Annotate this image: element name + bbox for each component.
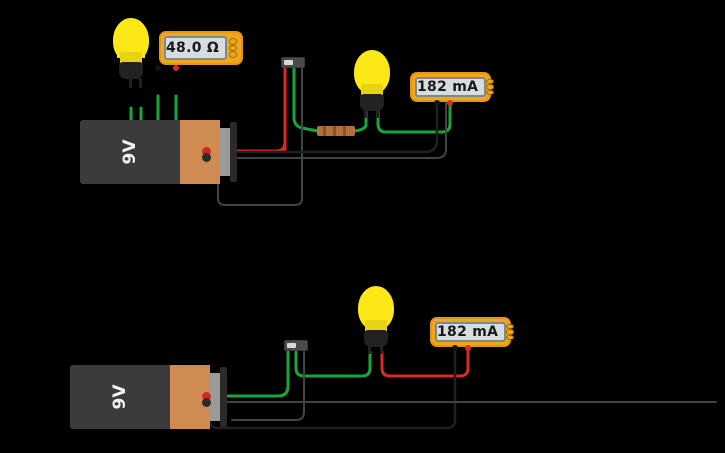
bulb-pin-left bbox=[368, 344, 371, 354]
ammeter-button-2[interactable] bbox=[506, 329, 515, 335]
wire-switch-green-top bbox=[292, 66, 320, 133]
ammeter-bottom[interactable]: 182 mA bbox=[430, 317, 515, 347]
resistor[interactable] bbox=[317, 126, 355, 136]
ammeter-screen: 182 mA bbox=[435, 322, 507, 342]
wire-battery-pos-to-switch-bottom bbox=[206, 350, 290, 398]
ammeter-probe-red-bottom[interactable] bbox=[465, 345, 471, 351]
ohmmeter-probe-black[interactable] bbox=[155, 65, 161, 71]
bulb-base bbox=[364, 330, 388, 347]
bulb-pin-right bbox=[380, 344, 383, 354]
ammeter-button-3[interactable] bbox=[486, 89, 495, 95]
ammeter-button-1[interactable] bbox=[486, 79, 495, 85]
ammeter-probe-black-bottom[interactable] bbox=[452, 345, 458, 351]
ohmmeter-button-2[interactable] bbox=[228, 44, 237, 52]
bulb-pin-left bbox=[364, 108, 367, 118]
ammeter-reading: 182 mA bbox=[417, 79, 479, 95]
ohmmeter-reading: 48.0 Ω bbox=[166, 40, 220, 56]
ammeter-button-2[interactable] bbox=[486, 84, 495, 90]
resistor-band-1 bbox=[323, 126, 326, 136]
resistor-band-3 bbox=[343, 126, 346, 136]
ohmmeter-screen: 48.0 Ω bbox=[164, 36, 228, 60]
battery-terminal-positive[interactable] bbox=[202, 147, 211, 156]
wire-bulb-to-ammeter-black-top bbox=[376, 94, 452, 134]
bulb-pin-right bbox=[139, 78, 142, 88]
battery-terminal-negative[interactable] bbox=[202, 153, 211, 162]
battery-cap bbox=[220, 128, 232, 176]
wire-ammeter-return-top bbox=[218, 94, 439, 154]
battery-label: 9V bbox=[110, 384, 130, 410]
wire-return-rail-top bbox=[213, 99, 447, 159]
ammeter-top[interactable]: 182 mA bbox=[410, 72, 495, 102]
resistor-band-2 bbox=[333, 126, 336, 136]
bulb-base bbox=[119, 62, 143, 79]
light-bulb-series[interactable] bbox=[346, 50, 398, 122]
switch-bottom[interactable] bbox=[284, 340, 308, 351]
ammeter-buttons[interactable] bbox=[486, 77, 495, 97]
bulb-base bbox=[360, 94, 384, 111]
battery-plate bbox=[230, 122, 237, 182]
ammeter-screen: 182 mA bbox=[415, 77, 487, 97]
wire-switch-black-loop-top bbox=[217, 67, 303, 206]
switch-lever[interactable] bbox=[287, 343, 296, 348]
battery-label: 9V bbox=[120, 139, 140, 165]
ohmmeter[interactable]: 48.0 Ω bbox=[159, 31, 243, 65]
ohmmeter-probe-red[interactable] bbox=[173, 65, 179, 71]
wire-switch-to-bulb-bottom bbox=[294, 350, 372, 378]
battery-body bbox=[70, 365, 170, 429]
ammeter-probe-black-top[interactable] bbox=[434, 100, 440, 106]
ammeter-button-3[interactable] bbox=[506, 334, 515, 340]
ammeter-buttons[interactable] bbox=[506, 322, 515, 342]
bulb-pin-right bbox=[376, 108, 379, 118]
switch-lever[interactable] bbox=[284, 60, 293, 65]
battery-body bbox=[80, 120, 180, 184]
battery-plate bbox=[220, 367, 227, 427]
wire-bulb-to-ammeter-red-bottom bbox=[380, 338, 470, 378]
switch-top[interactable] bbox=[281, 57, 305, 68]
light-bulb-bottom[interactable] bbox=[350, 286, 402, 358]
ammeter-button-1[interactable] bbox=[506, 324, 515, 330]
light-bulb-under-test[interactable] bbox=[105, 18, 157, 90]
battery-terminal-positive[interactable] bbox=[202, 392, 211, 401]
ohmmeter-button-1[interactable] bbox=[228, 38, 237, 45]
battery-cap bbox=[210, 373, 222, 421]
wire-ammeter-return-bottom bbox=[208, 338, 457, 430]
wire-switch-black-loop-bottom bbox=[231, 351, 305, 421]
battery-terminal-negative[interactable] bbox=[202, 398, 211, 407]
battery-band bbox=[180, 120, 220, 184]
ohmmeter-button-3[interactable] bbox=[228, 51, 237, 59]
ammeter-probe-red-top[interactable] bbox=[447, 100, 453, 106]
ohmmeter-buttons[interactable] bbox=[227, 36, 238, 60]
ammeter-reading: 182 mA bbox=[437, 324, 499, 340]
bulb-pin-left bbox=[129, 78, 132, 88]
